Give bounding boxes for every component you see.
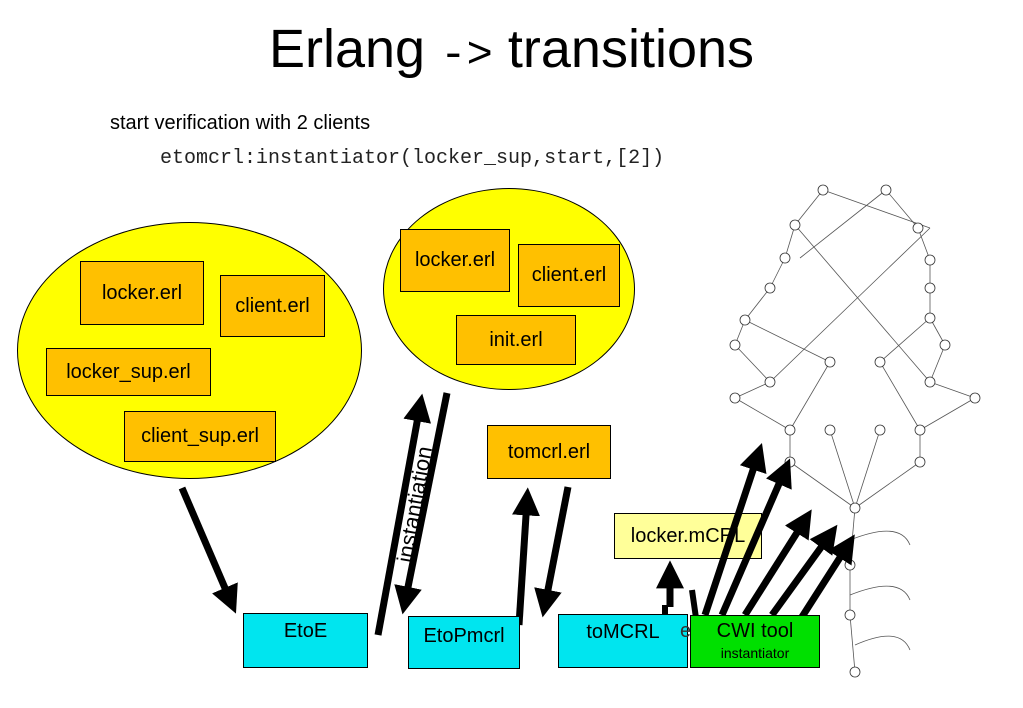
- arrow-cwi-to-graph-4: [769, 524, 838, 618]
- arrow-etopmcrl-to-tomcrl: [512, 487, 540, 626]
- file-client-sup-erl: client_sup.erl: [124, 411, 276, 462]
- file-locker-sup-erl: locker_sup.erl: [46, 348, 211, 396]
- stage-tomcrl: toMCRL: [558, 614, 688, 668]
- cwi-tool-subtitle: instantiator: [720, 645, 790, 661]
- file-init-erl: init.erl: [456, 315, 576, 365]
- file-locker-erl-right: locker.erl: [400, 229, 510, 292]
- state-space-graph: [734, 189, 976, 673]
- command-line: etomcrl:instantiator(locker_sup,start,[2…: [160, 147, 665, 170]
- stage-tomcrl-label: toMCRL: [586, 621, 660, 643]
- arrow-right-ellipse-to-etopmcrl: [394, 392, 451, 615]
- cwi-tool-title: CWI tool: [716, 620, 794, 642]
- state-nodes: [729, 184, 981, 678]
- arrow-cwi-to-graph-5: [797, 534, 855, 622]
- arrow-left-ellipse-to-etoe: [178, 486, 238, 614]
- stage-hidden-letter: e: [680, 620, 692, 642]
- title-word-transitions: transitions: [507, 19, 755, 79]
- arrow-tomcrl-to-tomcrl-stage: [534, 486, 572, 618]
- subtitle: start verification with 2 clients: [110, 112, 371, 134]
- file-client-erl-right: client.erl: [518, 244, 620, 307]
- stage-etopmcrl: EtoPmcrl: [408, 616, 520, 669]
- file-tomcrl-erl: tomcrl.erl: [487, 425, 611, 479]
- arrow-cwi-to-graph-1: [701, 443, 767, 617]
- stage-etoe: EtoE: [243, 613, 368, 668]
- file-client-erl-left: client.erl: [220, 275, 325, 337]
- flow-arrows: [178, 392, 855, 636]
- stage-cwi-tool: CWI tool instantiator: [690, 615, 820, 668]
- arrow-cwi-to-graph-2: [718, 458, 792, 617]
- file-locker-erl-left: locker.erl: [80, 261, 204, 325]
- title-word-erlang: Erlang: [268, 19, 426, 79]
- arrow-cwi-to-graph-3: [742, 509, 812, 617]
- slide-title: Erlang -> transitions: [0, 18, 1023, 81]
- arrow-etoe-to-right-ellipse: [374, 393, 431, 636]
- title-arrow: ->: [440, 31, 493, 81]
